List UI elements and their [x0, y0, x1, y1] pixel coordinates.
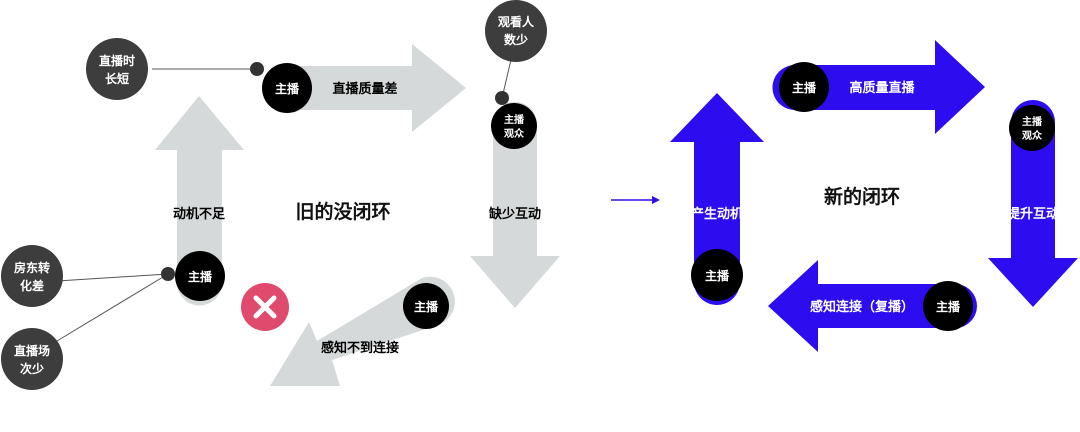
- callout-live-time-line2: 长短: [105, 71, 129, 86]
- old-node-bottom: 主播: [403, 283, 449, 329]
- old-loop: 直播质量差 缺少互动 感知不到连接 动机不足 主播 主播 观众: [1, 0, 560, 390]
- callout-live-count-circle: [1, 328, 63, 390]
- old-node-bottom-circle: [403, 283, 449, 329]
- callout-live-time-circle: [86, 38, 148, 100]
- old-node-right-circle: [491, 103, 537, 149]
- new-arrow-top: 高质量直播: [772, 40, 985, 134]
- old-node-top-circle: [262, 63, 312, 113]
- transition-arrow-icon: [611, 196, 660, 204]
- callout-landlord-line1: 房东转: [14, 260, 50, 275]
- old-node-right: 主播 观众: [491, 103, 537, 149]
- callout-landlord: 房东转 化差: [1, 245, 63, 307]
- new-node-bottom: 主播: [923, 281, 973, 331]
- callout-viewers-line2: 数少: [504, 32, 528, 47]
- connector-dot-right: [495, 91, 509, 105]
- new-arrow-left: 产生动机: [670, 93, 764, 305]
- old-node-left-label: 主播: [188, 269, 213, 284]
- old-arrow-right: 缺少互动: [470, 102, 560, 308]
- new-node-right: 主播 观众: [1009, 105, 1055, 151]
- callout-viewers-line1: 观看人: [498, 14, 535, 29]
- callout-live-count: 直播场 次少: [1, 328, 63, 390]
- old-arrow-bottom-label: 感知不到连接: [321, 340, 399, 356]
- new-node-left-label: 主播: [705, 268, 730, 283]
- old-node-left-circle: [175, 251, 225, 301]
- new-node-top: 主播: [779, 62, 829, 112]
- cross-icon: [241, 283, 289, 331]
- new-node-left: 主播: [691, 249, 743, 301]
- old-node-right-label-1: 主播: [504, 113, 525, 126]
- old-arrow-right-shape: [470, 102, 560, 308]
- new-arrow-right-label: 提升互动: [1007, 206, 1059, 222]
- callout-landlord-line2: 化差: [20, 278, 44, 293]
- old-arrow-top-label: 直播质量差: [332, 81, 397, 97]
- callout-viewers: 观看人 数少: [485, 0, 547, 62]
- connector-live-count: [51, 273, 169, 345]
- old-arrow-left-label: 动机不足: [173, 206, 226, 222]
- new-arrow-bottom-shape: [768, 260, 977, 352]
- new-node-right-circle: [1009, 105, 1055, 151]
- new-arrow-top-shape: [772, 40, 985, 134]
- new-arrow-bottom-label: 感知连接（复播）: [810, 299, 914, 315]
- old-arrow-right-label: 缺少互动: [488, 206, 541, 222]
- new-loop: 高质量直播 提升互动 感知连接（复播） 产生动机 主播 主播 观众: [670, 40, 1078, 352]
- old-arrow-top: 直播质量差: [268, 44, 466, 132]
- old-loop-title: 旧的没闭环: [295, 200, 390, 223]
- old-node-bottom-label: 主播: [414, 299, 439, 314]
- connector-dot-left: [161, 267, 175, 281]
- old-node-left: 主播: [175, 251, 225, 301]
- callout-landlord-circle: [1, 245, 63, 307]
- new-node-bottom-label: 主播: [936, 299, 961, 314]
- old-node-top: 主播: [262, 63, 312, 113]
- callout-viewers-circle: [485, 0, 547, 62]
- connector-landlord: [56, 273, 169, 282]
- new-arrow-right-shape: [988, 100, 1078, 307]
- new-node-left-circle: [691, 249, 743, 301]
- new-arrow-top-label: 高质量直播: [849, 80, 915, 96]
- new-node-top-label: 主播: [792, 80, 817, 95]
- old-arrow-left-shape: [155, 96, 244, 306]
- callout-live-time: 直播时 长短: [86, 38, 148, 100]
- callout-live-count-line2: 次少: [20, 361, 44, 376]
- callout-live-time-line1: 直播时: [99, 53, 135, 68]
- old-node-right-label-2: 观众: [504, 127, 525, 140]
- new-arrow-left-shape: [670, 93, 764, 305]
- old-arrow-left: 动机不足: [155, 96, 244, 306]
- new-node-right-label-2: 观众: [1022, 129, 1043, 142]
- new-arrow-left-label: 产生动机: [691, 206, 743, 222]
- new-node-bottom-circle: [923, 281, 973, 331]
- new-node-top-circle: [779, 62, 829, 112]
- old-node-top-label: 主播: [275, 81, 300, 96]
- new-loop-title: 新的闭环: [824, 185, 900, 208]
- old-arrow-top-shape: [268, 44, 466, 132]
- callout-live-count-line1: 直播场: [14, 343, 50, 358]
- new-arrow-bottom: 感知连接（复播）: [768, 260, 977, 352]
- new-arrow-right: 提升互动: [988, 100, 1078, 307]
- connector-dot-top: [250, 62, 264, 76]
- new-node-right-label-1: 主播: [1022, 115, 1043, 128]
